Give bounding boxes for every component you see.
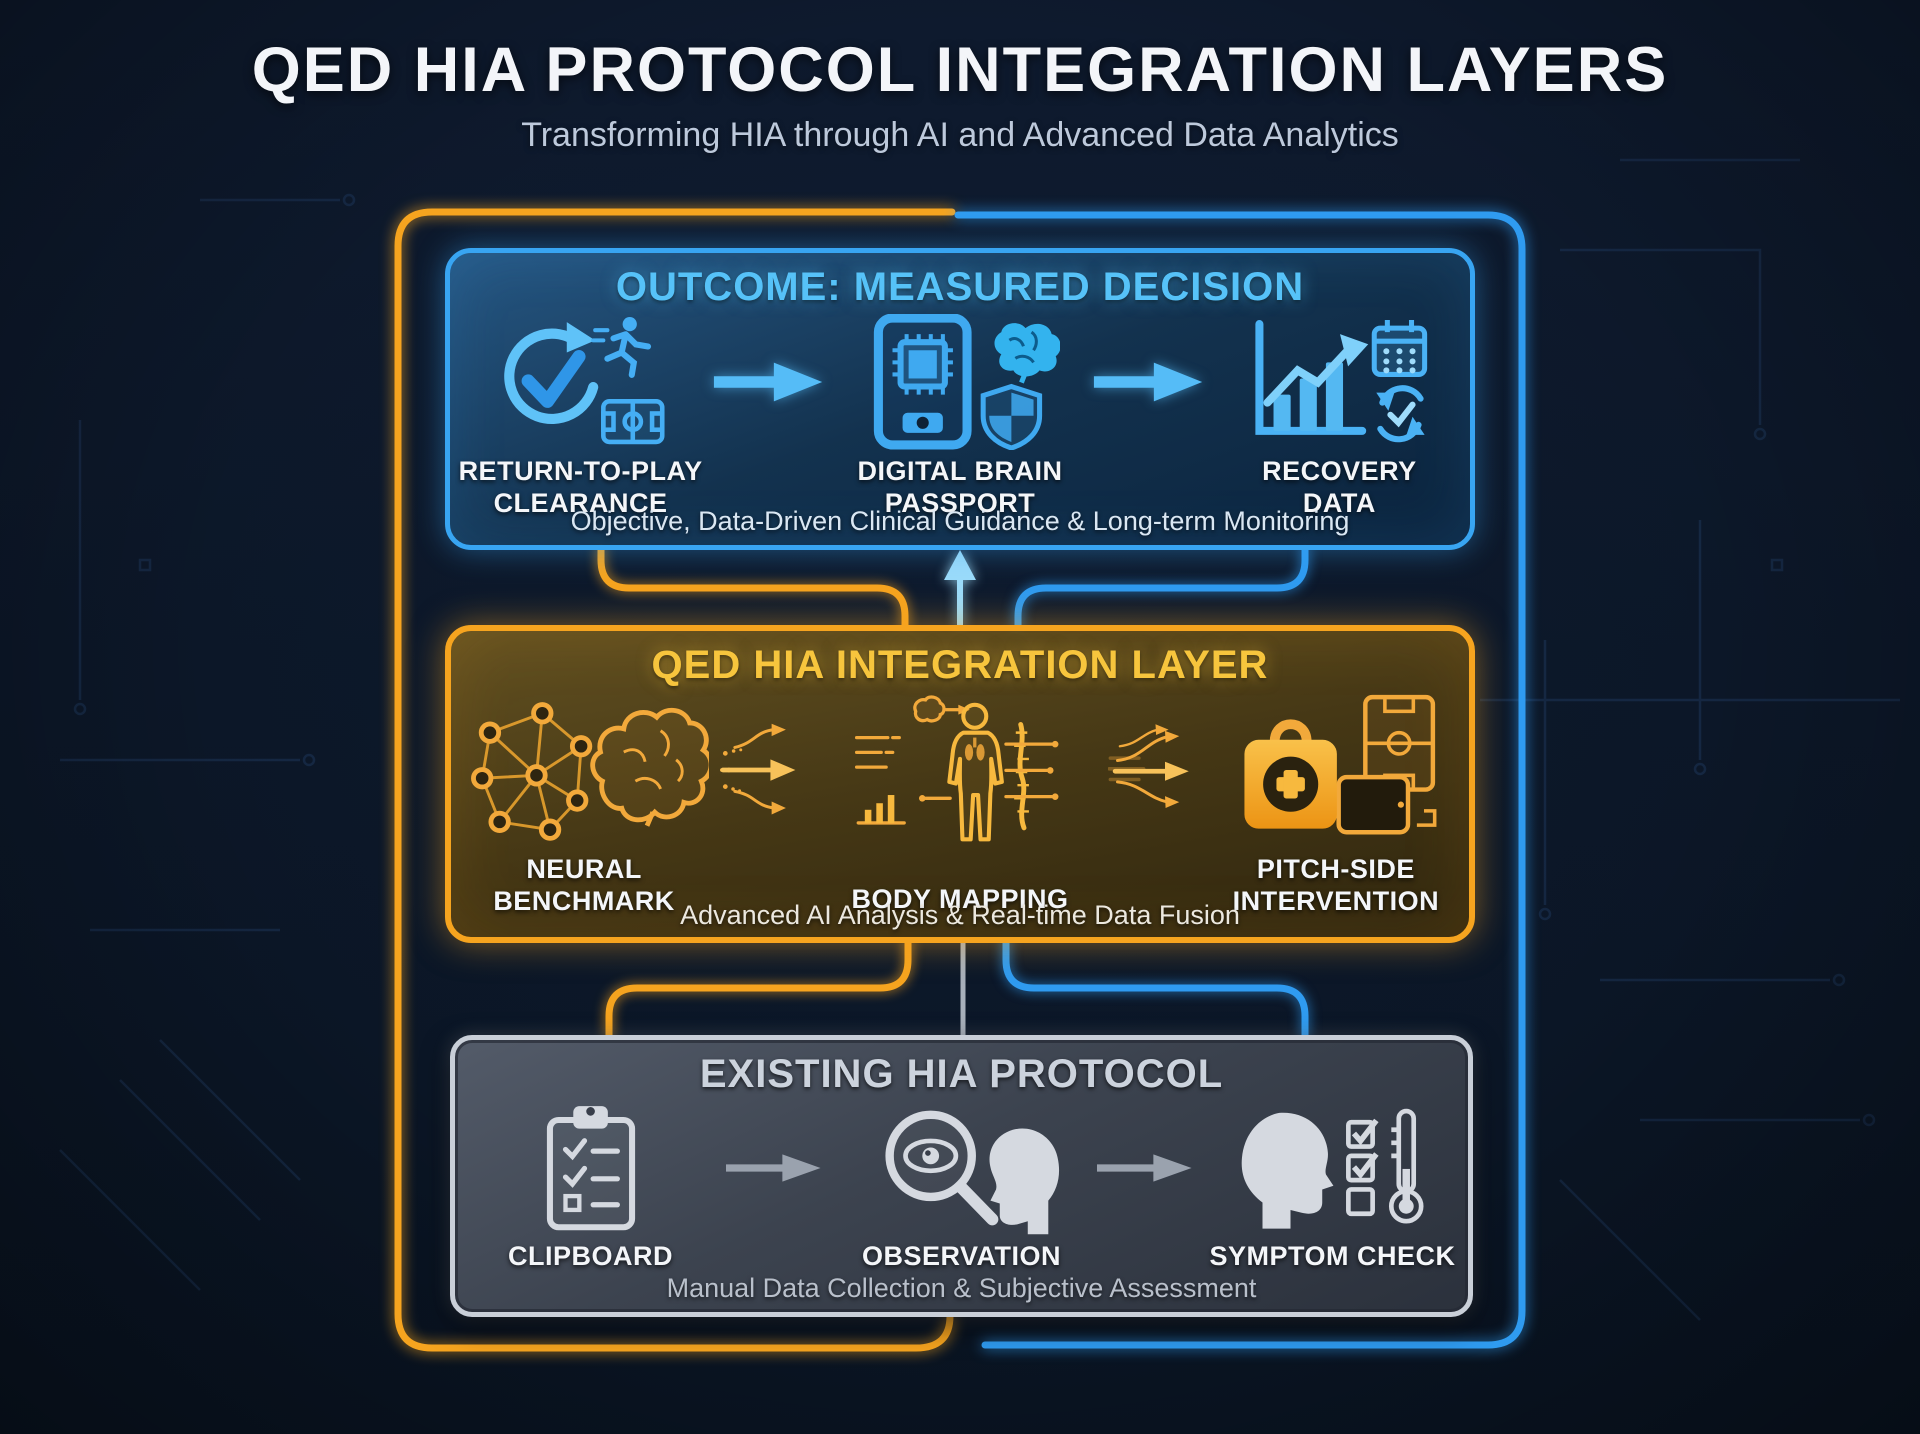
blue-lower-connector [1002, 937, 1309, 1040]
item-symptom-check: SYMPTOM CHECK [1197, 1099, 1468, 1273]
flow-arrow-icon [726, 1099, 826, 1237]
item-digital-brain-passport: DIGITAL BRAIN PASSPORT [829, 312, 1090, 520]
flow-arrow-icon [711, 312, 829, 452]
item-label: RETURN-TO-PLAY CLEARANCE [458, 456, 703, 518]
item-body-mapping: BODY MAPPING [812, 690, 1108, 918]
item-label: CLIPBOARD [508, 1241, 673, 1271]
observation-icon [826, 1099, 1097, 1237]
orange-lower-connector [605, 937, 912, 1040]
recovery-data-icon [1209, 312, 1470, 452]
data-fusion-arrows-icon [1107, 690, 1203, 850]
item-return-to-play-clearance: RETURN-TO-PLAY CLEARANCE [450, 312, 711, 520]
data-flow-arrows-icon [717, 690, 812, 850]
symptom-check-icon [1197, 1099, 1468, 1237]
integration-layer-panel: QED HIA INTEGRATION LAYER [445, 625, 1475, 943]
item-recovery-data: RECOVERY DATA [1209, 312, 1470, 520]
existing-layer-panel: EXISTING HIA PROTOCOL CLIPBOAR [450, 1035, 1473, 1317]
item-observation: OBSERVATION [826, 1099, 1097, 1273]
blue-upper-connector [1014, 544, 1309, 631]
neural-benchmark-icon [451, 690, 717, 850]
item-neural-benchmark: NEURAL BENCHMARK [451, 690, 717, 918]
blue-outline-path [954, 211, 1526, 1349]
flow-arrow-icon [1097, 1099, 1197, 1237]
item-label: DIGITAL BRAIN PASSPORT [857, 456, 1063, 518]
existing-layer-title: EXISTING HIA PROTOCOL [699, 1052, 1224, 1096]
body-mapping-icon [812, 690, 1108, 850]
page-title: QED HIA PROTOCOL INTEGRATION LAYERS [251, 35, 1669, 105]
digital-brain-passport-icon [829, 312, 1090, 452]
item-pitch-side-intervention: PITCH-SIDE INTERVENTION [1203, 690, 1469, 918]
existing-layer-caption: Manual Data Collection & Subjective Asse… [666, 1273, 1257, 1303]
header: QED HIA PROTOCOL INTEGRATION LAYERS Tran… [0, 34, 1920, 155]
clipboard-icon [455, 1099, 726, 1237]
item-label: PITCH-SIDE INTERVENTION [1232, 854, 1440, 916]
outcome-layer-caption: Objective, Data-Driven Clinical Guidance… [570, 506, 1350, 536]
page-subtitle: Transforming HIA through AI and Advanced… [521, 116, 1399, 154]
orange-outline-path [394, 208, 956, 1352]
orange-upper-connector [597, 544, 909, 631]
outcome-layer-title: OUTCOME: MEASURED DECISION [615, 265, 1305, 309]
upward-arrow-icon [944, 550, 976, 628]
integration-layer-title: QED HIA INTEGRATION LAYER [651, 643, 1269, 687]
flow-arrow-icon [1091, 312, 1209, 452]
item-label: BODY MAPPING [851, 884, 1069, 915]
item-label: SYMPTOM CHECK [1209, 1241, 1456, 1271]
return-to-play-clearance-icon [450, 312, 711, 452]
item-label: RECOVERY DATA [1262, 456, 1417, 518]
item-label: NEURAL BENCHMARK [493, 854, 675, 916]
item-clipboard: CLIPBOARD [455, 1099, 726, 1273]
item-label: OBSERVATION [861, 1241, 1062, 1271]
integration-layer-caption: Advanced AI Analysis & Real-time Data Fu… [680, 900, 1240, 930]
pitch-side-intervention-icon [1203, 690, 1469, 850]
outcome-layer-panel: OUTCOME: MEASURED DECISION [445, 248, 1475, 550]
